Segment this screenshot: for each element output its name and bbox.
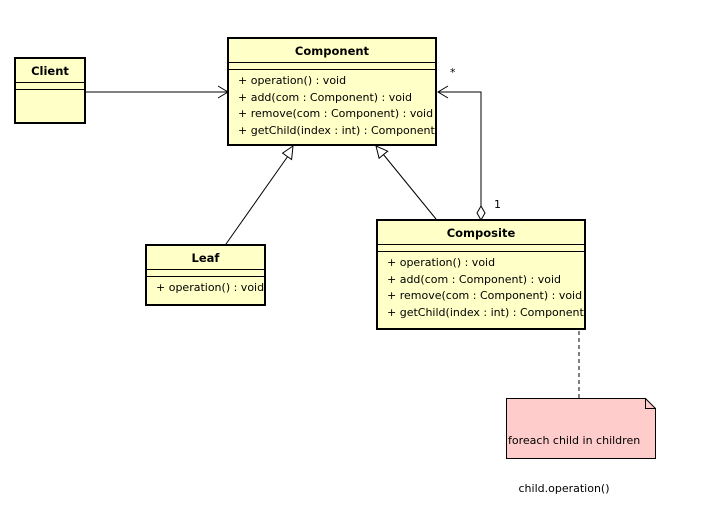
composite-class-name: Composite xyxy=(446,226,516,240)
composite-operations: + operation() : void + add(com : Compone… xyxy=(378,252,584,321)
composite-generalization-triangle xyxy=(375,145,389,160)
operation: + operation() : void xyxy=(387,256,496,269)
composite-class[interactable]: Composite + operation() : void + add(com… xyxy=(376,219,586,330)
component-multiplicity: * xyxy=(450,66,456,79)
operation: + add(com : Component) : void xyxy=(387,272,562,286)
operation: + getChild(index : int) : Component xyxy=(238,123,435,137)
aggregation-arrowhead xyxy=(437,85,449,99)
note-line: child.operation() xyxy=(508,482,610,495)
operation: + operation() : void xyxy=(156,281,265,294)
composite-generalization-line[interactable] xyxy=(382,153,437,220)
leaf-operations: + operation() : void xyxy=(147,277,264,297)
operation: + remove(com : Component) : void xyxy=(238,107,434,120)
note-shape xyxy=(506,398,656,459)
leaf-generalization-line[interactable] xyxy=(225,155,289,245)
composite-multiplicity: 1 xyxy=(494,198,501,211)
component-class[interactable]: Component + operation() : void + add(com… xyxy=(227,37,437,146)
note[interactable]: foreach child in children child.operatio… xyxy=(506,398,656,495)
operation: + getChild(index : int) : Component xyxy=(387,305,584,319)
client-class-name: Client xyxy=(31,64,69,78)
component-operations: + operation() : void + add(com : Compone… xyxy=(229,70,435,139)
operation: + add(com : Component) : void xyxy=(238,90,413,104)
note-line: foreach child in children xyxy=(508,434,641,447)
leaf-generalization-triangle xyxy=(281,144,294,161)
component-class-name: Component xyxy=(294,44,370,58)
aggregation-diamond xyxy=(476,204,486,222)
operation: + remove(com : Component) : void xyxy=(387,289,583,302)
leaf-class[interactable]: Leaf + operation() : void xyxy=(145,244,266,306)
client-class[interactable]: Client xyxy=(14,57,86,124)
operation: + operation() : void xyxy=(238,74,347,87)
leaf-class-name: Leaf xyxy=(191,251,220,265)
aggregation-line[interactable] xyxy=(438,91,482,206)
